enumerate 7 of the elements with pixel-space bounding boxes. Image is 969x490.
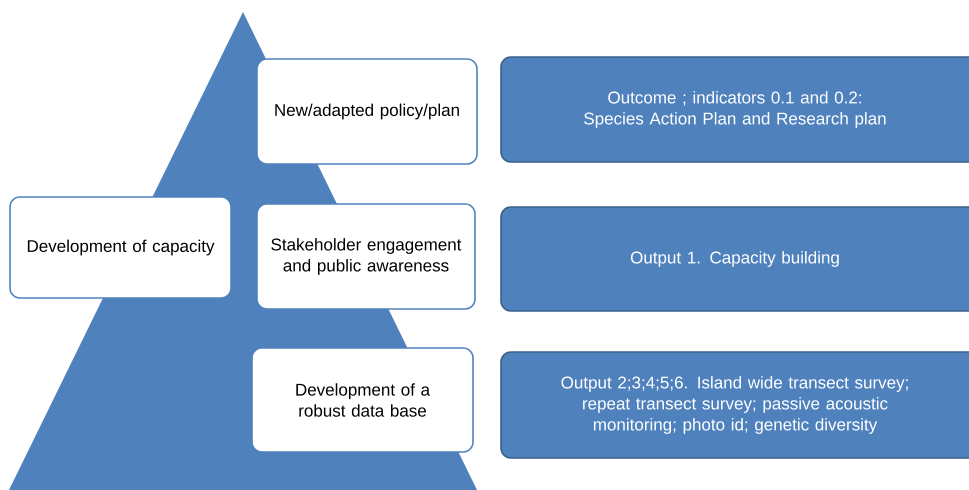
plain-box: New/adapted policy/plan <box>256 58 478 165</box>
filled-box: Output 2;3;4;5;6. Island wide transect survey; repeat transect survey; passive acoustic monitoring; photo id; genetic diversity <box>500 351 969 459</box>
filled-box: Output 1. Capacity building <box>500 206 969 312</box>
filled-box: Outcome ; indicators 0.1 and 0.2: Species Action Plan and Research plan <box>500 56 969 163</box>
plain-box: Development of capacity <box>9 196 232 299</box>
plain-box: Development of a robust data base <box>251 347 474 453</box>
plain-box: Stakeholder engagement and public awareness <box>256 203 476 310</box>
